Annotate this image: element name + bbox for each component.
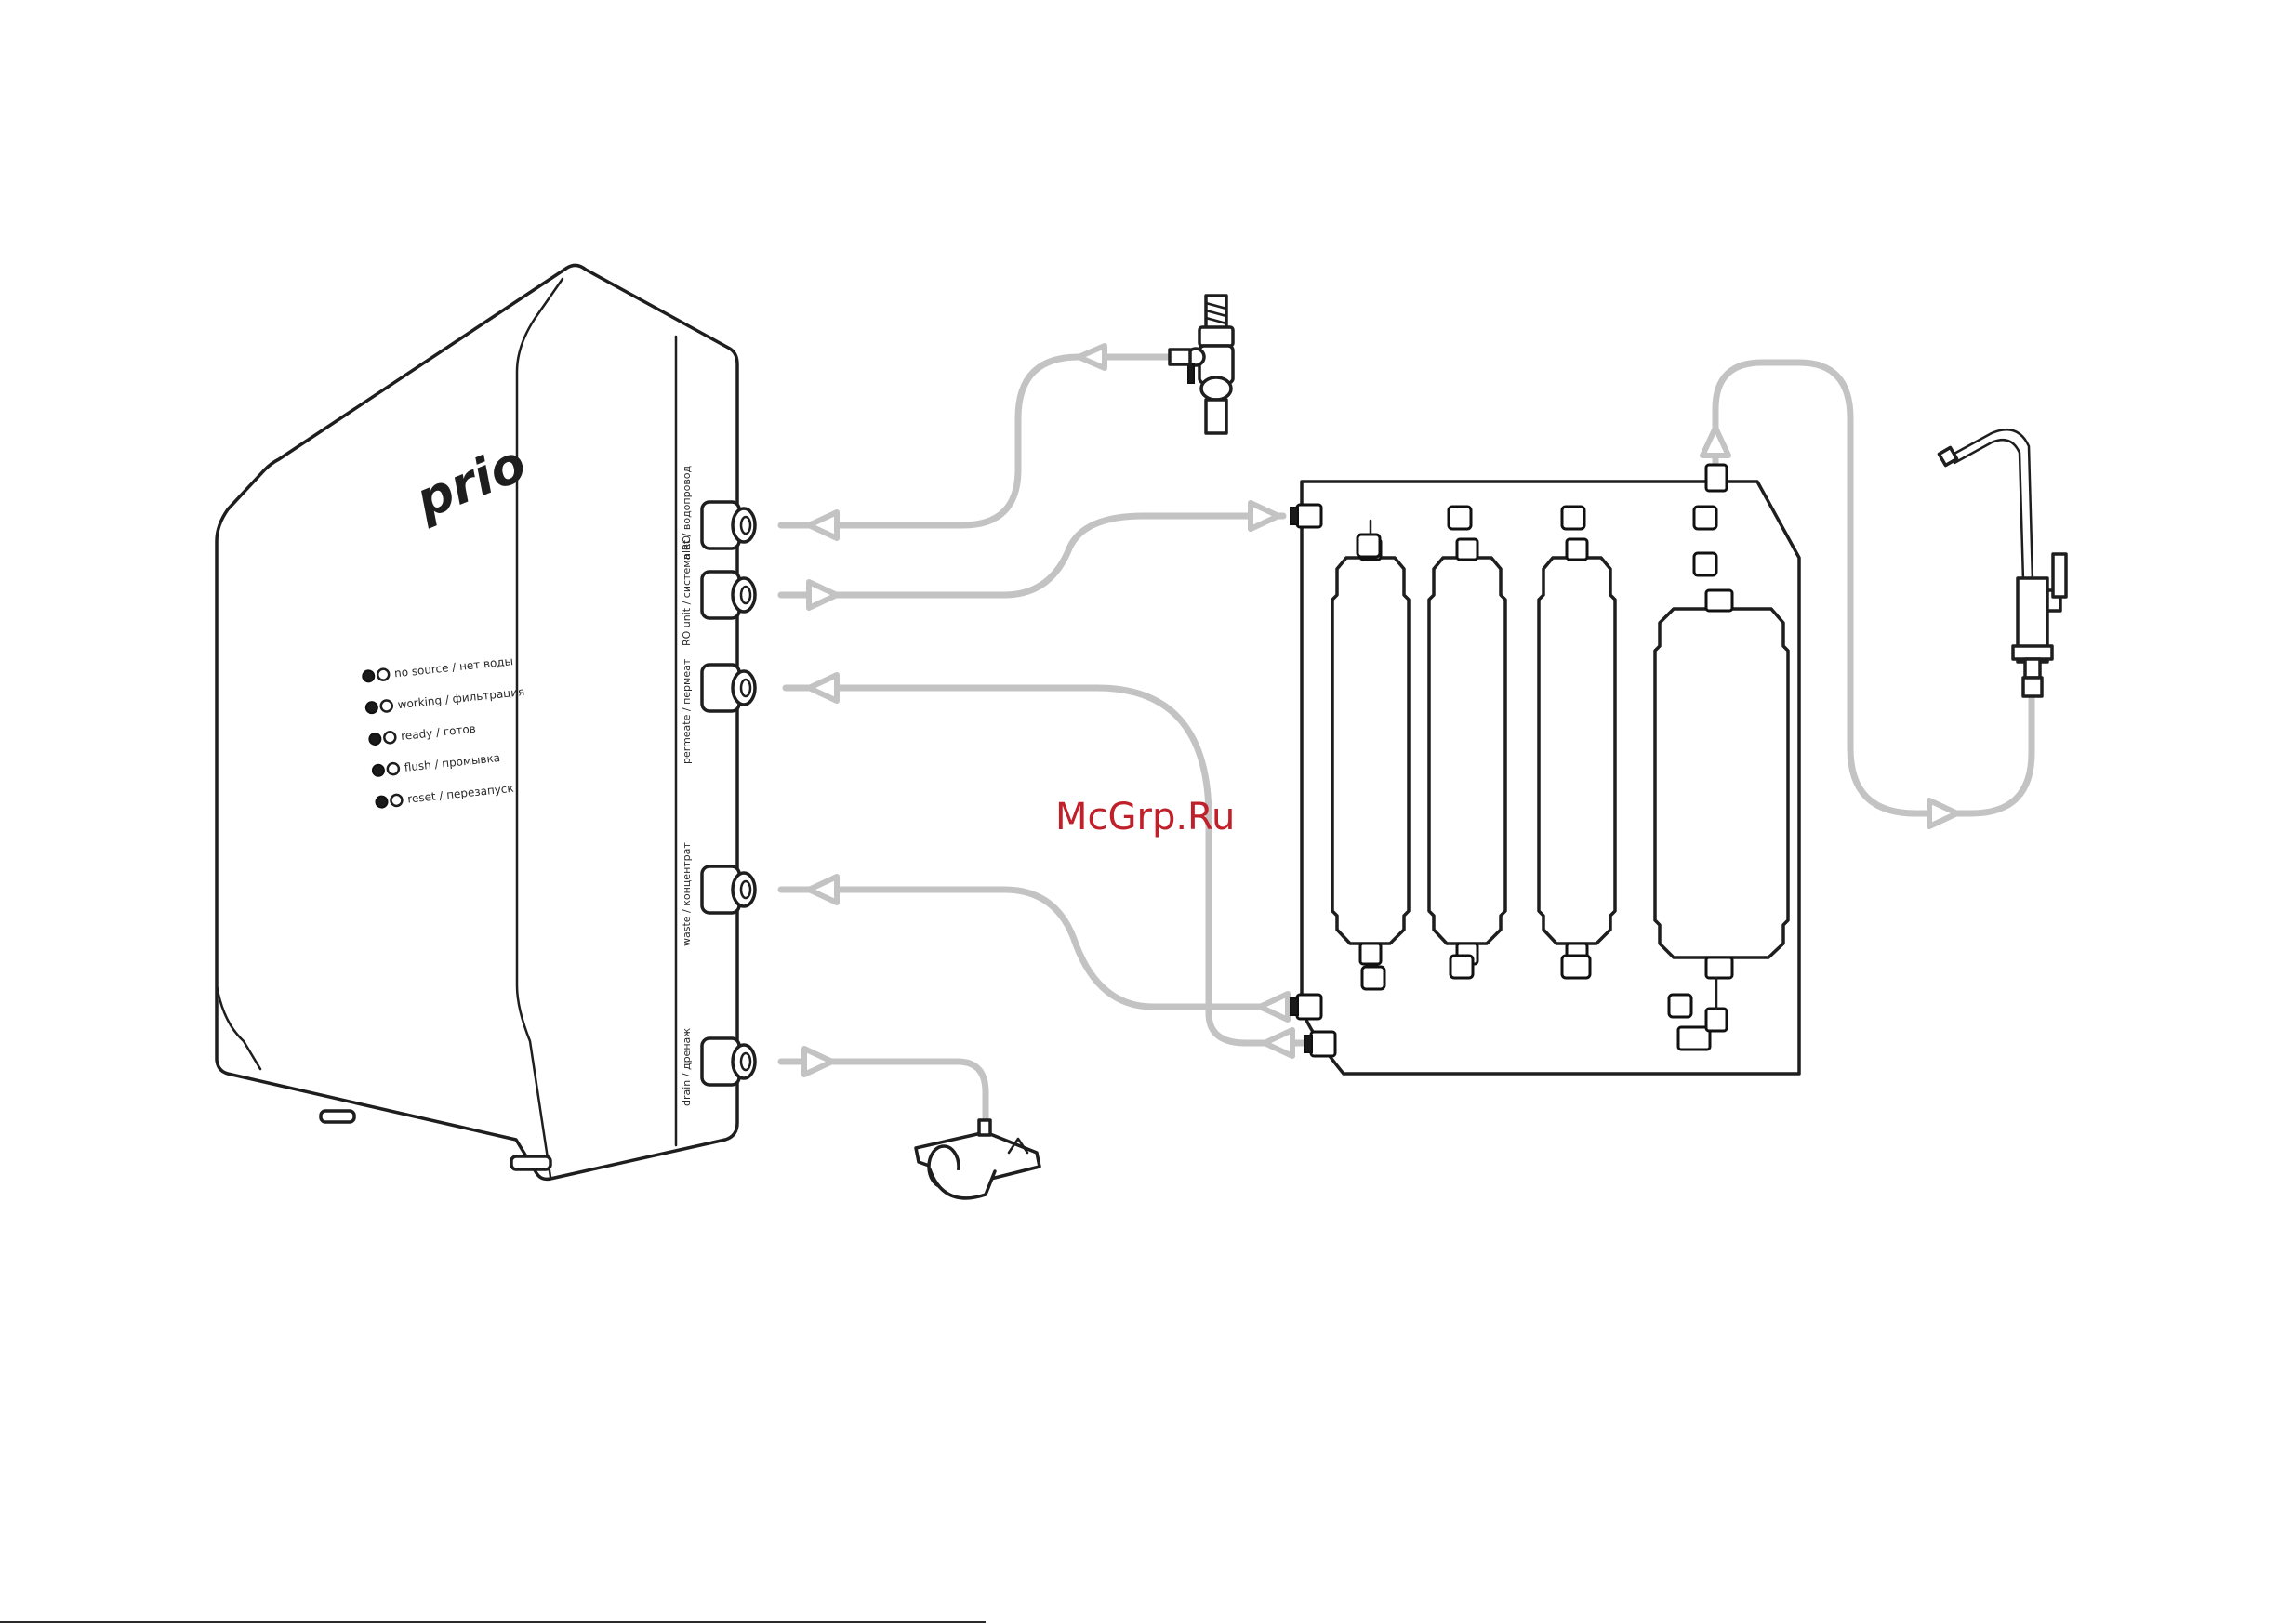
- pipe-feed: [781, 357, 1181, 525]
- port-permeate[interactable]: [702, 665, 755, 711]
- valve-lever: [1188, 364, 1194, 383]
- drain-clamp-icon: [916, 1120, 1040, 1198]
- fitting-waste-out: [1297, 995, 1321, 1019]
- arrow-faucet: [1929, 800, 1957, 826]
- clamp-nipple: [979, 1120, 990, 1135]
- port-label-permeate: permeate / пермеат: [681, 658, 693, 764]
- fitting-membrane-out: [1706, 1009, 1727, 1031]
- device-foot-right: [511, 1156, 550, 1169]
- pipe-permeate: [786, 688, 1306, 1043]
- arrow-ro-in: [1251, 503, 1278, 529]
- port-nozzle: [733, 1045, 755, 1078]
- fitting-permeate-collar: [1305, 1036, 1312, 1052]
- feed-valve-icon: [1170, 296, 1233, 433]
- arrow-inlet: [809, 512, 837, 538]
- filter-cartridge-3: [1539, 539, 1615, 964]
- port-nozzle: [733, 671, 755, 705]
- led-reset: [376, 796, 388, 808]
- faucet-base: [2013, 646, 2052, 659]
- port-drain[interactable]: [702, 1038, 755, 1085]
- led-working: [365, 702, 377, 714]
- arrow-ro-out: [809, 582, 837, 608]
- faucet-spout-inner: [1954, 440, 2023, 581]
- led-no-source: [363, 670, 375, 682]
- arrow-permeate: [809, 675, 837, 701]
- port-nozzle: [733, 578, 755, 612]
- device-foot-left: [321, 1111, 354, 1122]
- filter-cartridge-2: [1429, 539, 1505, 964]
- faucet-connector: [2023, 678, 2042, 696]
- ro-unit-assembly: [1291, 465, 1799, 1074]
- fitting-bottom-2: [1450, 956, 1473, 978]
- arrow-permeate-in: [1265, 1030, 1292, 1056]
- port-nozzle: [733, 873, 755, 906]
- filter-cartridge-membrane: [1655, 590, 1788, 978]
- clamp-pipe-body: [930, 1169, 995, 1198]
- device-back-shell: [217, 265, 737, 1179]
- port-waste[interactable]: [702, 866, 755, 913]
- fitting-elbow-2: [1449, 507, 1471, 529]
- arrow-up: [1702, 428, 1728, 456]
- fitting-inlet: [1297, 505, 1321, 527]
- port-ro-unit[interactable]: [702, 572, 755, 618]
- filter-top-cap: [1567, 539, 1587, 560]
- filter-cartridge-icon: [1429, 558, 1505, 944]
- arrow-feed-top: [1079, 346, 1105, 368]
- fitting-tee: [1562, 956, 1590, 978]
- valve-nut: [1199, 327, 1233, 346]
- faucet-shank: [2025, 659, 2040, 678]
- port-label-waste: waste / концентрат: [681, 842, 693, 946]
- arrow-waste-in: [1260, 994, 1288, 1020]
- fitting-elbow-3: [1562, 507, 1584, 529]
- valve-lower-nut: [1201, 377, 1231, 400]
- filter-cartridge-icon: [1539, 558, 1615, 944]
- filter-cartridge-1: [1332, 539, 1409, 964]
- fitting-elbow-4: [1694, 507, 1716, 529]
- fitting-check-valve: [1678, 1027, 1710, 1050]
- port-label-drain: drain / дренаж: [681, 1028, 693, 1106]
- led-flush: [372, 764, 384, 776]
- arrow-waste: [809, 877, 837, 903]
- arrow-drain: [804, 1049, 832, 1075]
- fitting-inlet-collar: [1291, 508, 1298, 524]
- watermark-text: McGrp.Ru: [1055, 796, 1235, 838]
- faucet-handle: [2053, 554, 2066, 597]
- filter-cartridge-icon: [1655, 609, 1788, 957]
- valve-pipe-bottom: [1206, 400, 1226, 433]
- fitting-elbow-1: [1358, 535, 1380, 557]
- ro-device: prio no source / нет воды working / филь…: [217, 265, 755, 1179]
- filter-top-cap: [1457, 539, 1477, 560]
- fitting-waste-collar: [1291, 998, 1298, 1015]
- fitting-flow-restrictor: [1669, 995, 1691, 1017]
- port-inlet[interactable]: [702, 502, 755, 548]
- faucet-icon: [1939, 429, 2066, 696]
- filter-bottom-cap: [1360, 944, 1381, 964]
- fitting-permeate-out: [1311, 1032, 1335, 1056]
- port-nozzle: [733, 508, 755, 542]
- fitting-elbow-5: [1694, 553, 1716, 575]
- fitting-outlet-top: [1706, 465, 1727, 491]
- membrane-top-cap: [1706, 590, 1732, 611]
- filter-cartridge-icon: [1332, 558, 1409, 944]
- membrane-bottom-cap: [1706, 957, 1732, 978]
- fitting-bottom-1: [1362, 967, 1384, 989]
- valve-outlet: [1170, 350, 1190, 364]
- led-ready: [369, 733, 381, 745]
- port-label-ro-unit: RO unit / система RO: [681, 535, 693, 646]
- pipe-waste: [781, 890, 1292, 1007]
